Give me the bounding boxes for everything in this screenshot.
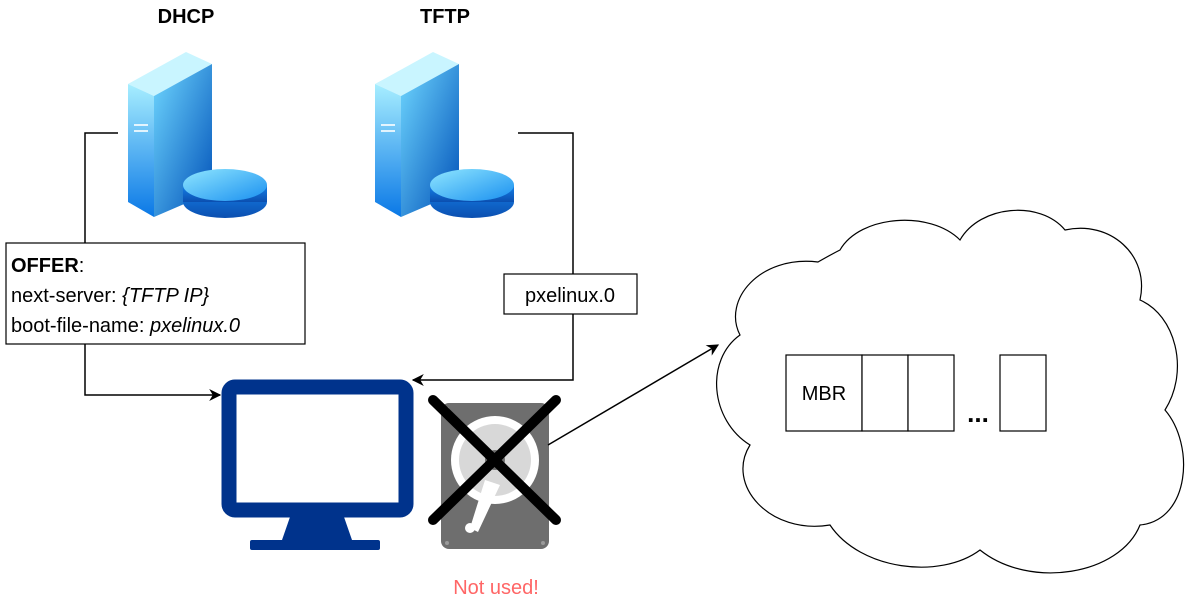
blocks-ellipsis: ... [967, 398, 989, 428]
next-server-key: next-server: [11, 285, 122, 307]
mbr-block-label: MBR [802, 383, 846, 405]
tftp-file-box: pxelinux.0 [503, 273, 638, 315]
tftp-to-client-connector [411, 132, 574, 386]
next-server-value: {TFTP IP} [122, 285, 209, 307]
mbr-block [785, 354, 863, 432]
disk-to-cloud-connector [547, 344, 720, 446]
next-server-line: next-server: {TFTP IP} [11, 285, 210, 307]
tftp-server-icon [375, 52, 514, 218]
offer-title-line: OFFER: [11, 255, 84, 277]
not-used-label: Not used! [453, 577, 539, 599]
client-monitor-icon [221, 379, 414, 550]
cross-icon [428, 395, 561, 525]
disk-block [999, 354, 1047, 432]
boot-file-line: boot-file-name: pxelinux.0 [11, 315, 240, 337]
boot-file-value: pxelinux.0 [149, 315, 240, 337]
tftp-label: TFTP [420, 6, 470, 28]
boot-file-key: boot-file-name: [11, 315, 150, 337]
dhcp-label: DHCP [158, 6, 215, 28]
tftp-file-label: pxelinux.0 [525, 285, 615, 307]
disk-block [907, 354, 955, 432]
offer-box: OFFER: next-server: {TFTP IP} boot-file-… [5, 242, 306, 345]
offer-title-suffix: : [79, 255, 85, 277]
offer-title: OFFER [11, 255, 79, 277]
disk-block [861, 354, 909, 432]
dhcp-server-icon [128, 52, 267, 218]
disk-blocks: MBR ... [785, 354, 1047, 432]
